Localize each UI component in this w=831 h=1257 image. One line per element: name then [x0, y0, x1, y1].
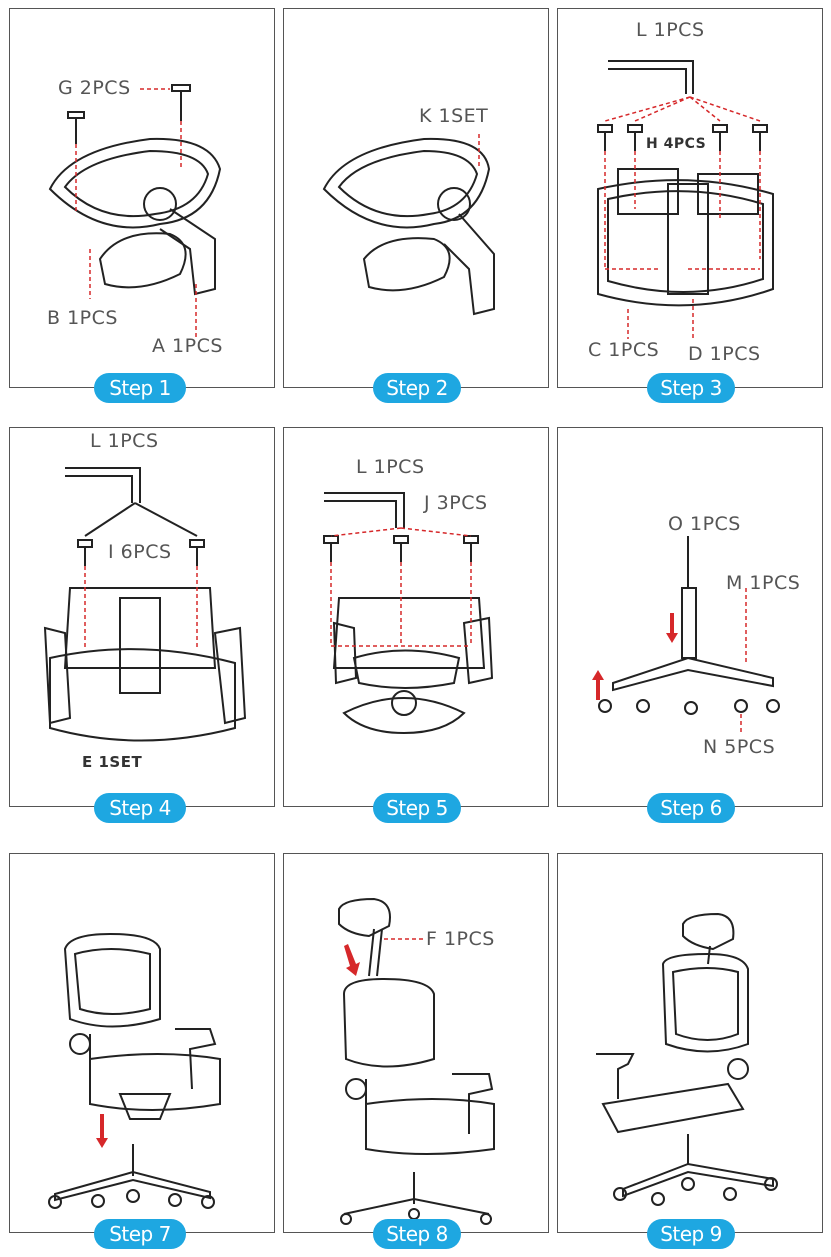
step-2-panel: K 1SET	[283, 8, 549, 388]
base-casters-illustration	[592, 536, 780, 733]
step-4-badge: Step 4	[94, 793, 186, 823]
step-5-panel: L 1PCS J 3PCS	[283, 427, 549, 807]
label-c-1pcs: C 1PCS	[588, 339, 660, 361]
step-8-badge: Step 8	[373, 1219, 461, 1249]
label-a-1pcs: A 1PCS	[152, 335, 223, 357]
chair-on-base-illustration	[48, 932, 221, 1209]
step-7-badge: Step 7	[94, 1219, 186, 1249]
step-1-badge: Step 1	[94, 373, 186, 403]
backrest-attach-illustration	[323, 492, 494, 735]
step-3-badge: Step 3	[647, 373, 735, 403]
label-l-1pcs: L 1PCS	[636, 19, 705, 41]
assembled-chair-illustration	[596, 912, 778, 1206]
label-b-1pcs: B 1PCS	[47, 307, 118, 329]
label-d-1pcs: D 1PCS	[688, 343, 761, 365]
label-f-1pcs: F 1PCS	[426, 928, 495, 950]
label-i-6pcs: I 6PCS	[108, 541, 172, 563]
step-9-panel	[557, 853, 823, 1233]
step-6-panel: O 1PCS M 1PCS N 5PCS	[557, 427, 823, 807]
step-5-badge: Step 5	[373, 793, 461, 823]
headrest-attach-illustration	[338, 897, 495, 1225]
seat-pan-illustration	[48, 84, 222, 339]
step-2-badge: Step 2	[373, 373, 461, 403]
direction-arrows	[592, 613, 678, 700]
label-g-2pcs: G 2PCS	[58, 77, 131, 99]
step-4-panel: L 1PCS I 6PCS E 1SET	[9, 427, 275, 807]
step-1-panel: G 2PCS B 1PCS A 1PCS	[9, 8, 275, 388]
armrest-attach-illustration	[43, 467, 247, 742]
label-k-1set: K 1SET	[419, 105, 489, 127]
step-3-panel: L 1PCS H 4PCS C 1PCS D 1PCS	[557, 8, 823, 388]
label-l-1pcs: L 1PCS	[90, 430, 159, 452]
step-6-badge: Step 6	[647, 793, 735, 823]
direction-arrows	[96, 1114, 108, 1148]
label-m-1pcs: M 1PCS	[726, 572, 801, 594]
label-h-4pcs: H 4PCS	[646, 136, 707, 152]
direction-arrows	[344, 944, 360, 976]
label-j-3pcs: J 3PCS	[424, 492, 488, 514]
step-9-badge: Step 9	[647, 1219, 735, 1249]
label-n-5pcs: N 5PCS	[703, 736, 776, 758]
label-l-1pcs: L 1PCS	[356, 456, 425, 478]
label-o-1pcs: O 1PCS	[668, 513, 741, 535]
seat-mechanism-illustration	[597, 60, 774, 339]
step-8-panel: F 1PCS	[283, 853, 549, 1233]
step-7-panel	[9, 853, 275, 1233]
label-e-1set: E 1SET	[82, 753, 143, 771]
seat-pan-mount-illustration	[322, 134, 495, 316]
